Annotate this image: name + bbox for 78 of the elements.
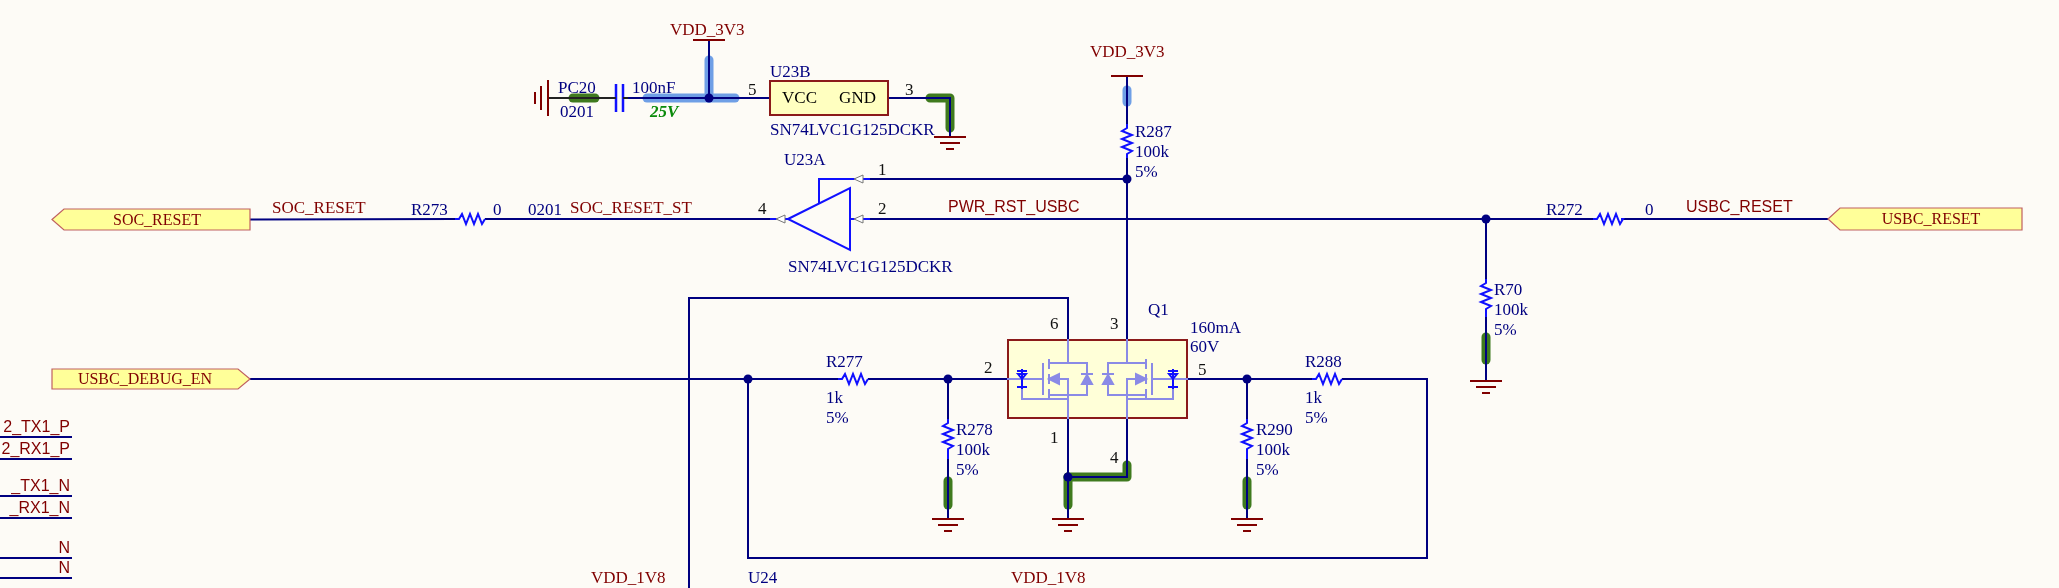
part-value: 0 xyxy=(493,200,502,220)
net-label: SOC_RESET xyxy=(272,198,366,218)
part-value: 25V xyxy=(650,102,679,122)
part-designator: PC20 xyxy=(558,78,596,98)
part-value: 5% xyxy=(826,408,849,428)
net-label: _RX1_N xyxy=(9,499,70,517)
resistor-symbol xyxy=(455,212,485,226)
part-designator: U23B xyxy=(770,62,811,82)
net-label: N xyxy=(58,539,70,557)
part-value: SN74LVC1G125DCKR xyxy=(788,257,953,277)
part-designator: R70 xyxy=(1494,280,1523,300)
pin-number: 1 xyxy=(878,160,887,180)
part-designator: U24 xyxy=(748,568,778,588)
pin-number: 4 xyxy=(1110,448,1119,468)
part-value: 5% xyxy=(1135,162,1158,182)
part-designator: R277 xyxy=(826,352,863,372)
pin-number: 6 xyxy=(1050,314,1059,334)
pin-number: 5 xyxy=(748,80,757,100)
part-designator: R272 xyxy=(1546,200,1583,220)
part-value: 160mA xyxy=(1190,318,1241,338)
capacitor-symbol xyxy=(612,84,628,112)
part-value: 0 xyxy=(1645,200,1654,220)
resistor-symbol xyxy=(1479,279,1493,317)
part-value: 5% xyxy=(1256,460,1279,480)
part-value: 60V xyxy=(1190,337,1220,357)
net-label: 2_TX1_P xyxy=(3,418,70,436)
port-flag: USBC_RESET xyxy=(1828,208,2022,230)
part-designator: R278 xyxy=(956,420,993,440)
net-label: _TX1_N xyxy=(11,477,70,495)
power-net-label: VDD_3V3 xyxy=(1090,42,1165,62)
pin-name: GND xyxy=(839,88,876,108)
part-value: SN74LVC1G125DCKR xyxy=(770,120,935,140)
net-label: SOC_RESET_ST xyxy=(570,198,692,218)
part-value: 100k xyxy=(956,440,990,460)
part-value: 1k xyxy=(826,388,843,408)
part-value: 0201 xyxy=(560,102,594,122)
mosfet-package xyxy=(1007,339,1188,419)
net-label: N xyxy=(58,559,70,577)
resistor-symbol xyxy=(1312,372,1342,386)
part-value: 100nF xyxy=(632,78,676,98)
pin-number: 2 xyxy=(984,358,993,378)
wire xyxy=(484,218,771,220)
part-designator: R273 xyxy=(411,200,448,220)
resistor-symbol xyxy=(941,419,955,459)
power-net-label: VDD_1V8 xyxy=(1011,568,1086,588)
part-value: 5% xyxy=(1494,320,1517,340)
part-designator: R288 xyxy=(1305,352,1342,372)
pin-name: VCC xyxy=(782,88,817,108)
net-label: USBC_RESET xyxy=(1686,198,1793,216)
pin-number: 2 xyxy=(878,199,887,219)
part-designator: R287 xyxy=(1135,122,1172,142)
part-value: 1k xyxy=(1305,388,1322,408)
part-designator: Q1 xyxy=(1148,300,1169,320)
part-designator: R290 xyxy=(1256,420,1293,440)
resistor-symbol xyxy=(1240,419,1254,459)
pin-number: 5 xyxy=(1198,360,1207,380)
part-value: 100k xyxy=(1135,142,1169,162)
power-net-label: VDD_1V8 xyxy=(591,568,666,588)
port-flag: SOC_RESET xyxy=(52,209,250,230)
net-label: PWR_RST_USBC xyxy=(948,198,1080,216)
part-value: 100k xyxy=(1256,440,1290,460)
pin-number: 4 xyxy=(758,199,767,219)
ic-box xyxy=(769,80,889,116)
net-label: 2_RX1_P xyxy=(1,440,70,458)
wire xyxy=(627,97,770,99)
pin-number: 3 xyxy=(1110,314,1119,334)
port-flag: USBC_DEBUG_EN xyxy=(52,369,250,389)
resistor-symbol xyxy=(1120,124,1134,158)
part-designator: U23A xyxy=(784,150,826,170)
wire xyxy=(688,297,1069,588)
part-value: 5% xyxy=(1305,408,1328,428)
resistor-symbol xyxy=(838,372,868,386)
part-value: 0201 xyxy=(528,200,562,220)
pin-number: 1 xyxy=(1050,428,1059,448)
part-value: 100k xyxy=(1494,300,1528,320)
power-net-label: VDD_3V3 xyxy=(670,20,745,40)
part-value: 5% xyxy=(956,460,979,480)
pin-number: 3 xyxy=(905,80,914,100)
